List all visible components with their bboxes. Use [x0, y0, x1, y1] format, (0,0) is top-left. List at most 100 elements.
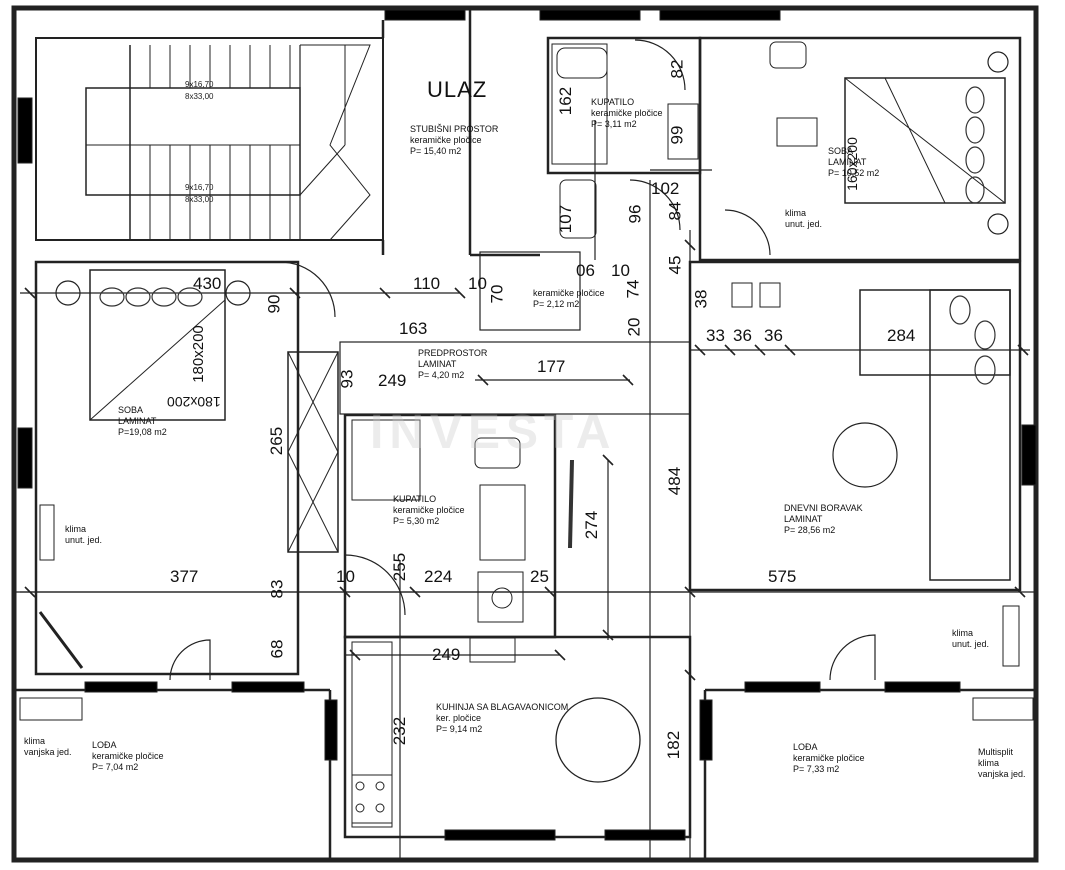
bed-size-label: 180x200: [189, 325, 207, 383]
room-area: P= 3,11 m2: [591, 119, 637, 129]
ac-note-loggia2: Multisplit klima vanjska jed.: [978, 747, 1026, 780]
ac-line: klima: [24, 736, 46, 746]
room-kitchen-label: KUHINJA SA BLAGAVAONICOM ker. pločice P=…: [436, 702, 568, 735]
dim-label: 20: [624, 317, 644, 337]
ac-line: klima: [65, 524, 87, 534]
room-living-label: DNEVNI BORAVAK LAMINAT P= 28,56 m2: [784, 503, 863, 536]
room-name: SOBA: [118, 405, 144, 415]
room-area: P= 15,40 m2: [410, 146, 462, 156]
ac-line: klima: [978, 758, 1000, 768]
dim-label: 249: [432, 645, 461, 664]
room-area: P= 2,12 m2: [533, 299, 580, 309]
room-name: PREDPROSTOR: [418, 348, 488, 358]
ac-line: klima: [952, 628, 974, 638]
dim-label: 38: [691, 289, 711, 309]
room-area: P= 28,56 m2: [784, 525, 836, 535]
room-bath1-label: KUPATILO keramičke pločice P= 3,11 m2: [591, 97, 663, 130]
ac-note-bedroom1: klima unut. jed.: [65, 524, 102, 546]
entrance-title: ULAZ: [427, 77, 488, 102]
dim-label: 25: [530, 567, 549, 586]
room-area: P= 9,14 m2: [436, 724, 483, 734]
dim-label: 06: [576, 261, 595, 280]
room-floor: LAMINAT: [784, 514, 823, 524]
dim-label: 255: [390, 552, 410, 582]
ac-line: klima: [785, 208, 807, 218]
ac-note-living: klima unut. jed.: [952, 628, 989, 650]
dim-label: 10: [468, 274, 487, 293]
dim-label: 377: [170, 567, 199, 586]
room-bedroom2-label: SOBA LAMINAT P= 10,52 m2: [828, 146, 879, 179]
room-name: DNEVNI BORAVAK: [784, 503, 863, 513]
dim-label: 110: [413, 274, 441, 293]
dim-label: 224: [424, 567, 453, 586]
room-name: SOBA: [828, 146, 854, 156]
room-floor: keramičke pločice: [393, 505, 465, 515]
dim-label: 74: [623, 279, 643, 299]
dim-label: 36: [733, 326, 752, 345]
room-area: P= 4,20 m2: [418, 370, 465, 380]
room-floor: keramičke pločice: [410, 135, 482, 145]
room-hall-label: PREDPROSTOR LAMINAT P= 4,20 m2: [418, 348, 487, 381]
dim-label: 107: [556, 204, 576, 234]
dim-label: 84: [665, 201, 685, 221]
dim-label: 284: [887, 326, 916, 345]
watermark: INVESTA: [370, 406, 617, 459]
room-bath2-label: KUPATILO keramičke pločice P= 5,30 m2: [393, 494, 465, 527]
room-stair-label: STUBIŠNI PROSTOR keramičke pločice P= 15…: [410, 124, 498, 157]
dim-label: 177: [537, 357, 566, 376]
bed-size-label: 180x200: [167, 394, 221, 410]
dim-label: 182: [664, 730, 684, 760]
ac-line: unut. jed.: [65, 535, 103, 545]
dim-label: 70: [487, 284, 507, 304]
dim-label: 10: [336, 567, 355, 586]
dim-label: 90: [264, 294, 284, 314]
room-area: P=19,08 m2: [118, 427, 167, 437]
ac-line: unut. jed.: [952, 639, 990, 649]
dim-label: 274: [582, 510, 602, 540]
ac-note-loggia1: klima vanjska jed.: [24, 736, 72, 758]
dim-label: 10: [611, 261, 630, 280]
room-area: P= 7,04 m2: [92, 762, 139, 772]
dim-label: 484: [665, 466, 685, 496]
dim-label: 575: [768, 567, 797, 586]
room-floor: keramičke pločice: [533, 288, 605, 298]
stair-note-3: 9x16,70: [185, 183, 214, 192]
stair-note-1: 9x16,70: [185, 80, 214, 89]
room-loggia2-label: LOĐA keramičke pločice P= 7,33 m2: [793, 742, 865, 775]
room-floor: LAMINAT: [418, 359, 457, 369]
room-name: LOĐA: [92, 740, 117, 750]
dim-label: 93: [337, 369, 357, 389]
dim-label: 83: [267, 579, 287, 599]
ac-line: Multisplit: [978, 747, 1014, 757]
room-floor: keramičke pločice: [591, 108, 663, 118]
room-floor: keramičke pločice: [793, 753, 865, 763]
stair-note-2: 8x33,00: [185, 92, 214, 101]
ac-line: unut. jed.: [785, 219, 823, 229]
dim-label: 249: [378, 371, 407, 390]
ac-line: vanjska jed.: [24, 747, 72, 757]
room-name: KUPATILO: [591, 97, 635, 107]
dim-label: 33: [706, 326, 725, 345]
room-area: P= 5,30 m2: [393, 516, 440, 526]
room-floor: keramičke pločice: [92, 751, 164, 761]
room-name: LOĐA: [793, 742, 818, 752]
room-wc-label: keramičke pločice P= 2,12 m2: [533, 288, 605, 310]
room-floor: ker. pločice: [436, 713, 482, 723]
room-area: P= 7,33 m2: [793, 764, 840, 774]
dim-label: 102: [651, 179, 680, 198]
room-name: STUBIŠNI PROSTOR: [410, 124, 499, 134]
bed-size-label: 160x200: [843, 137, 860, 191]
room-floor: LAMINAT: [828, 157, 867, 167]
stair-note-4: 8x33,00: [185, 195, 214, 204]
dim-label: 99: [667, 125, 687, 145]
dim-label: 68: [267, 639, 287, 659]
dim-label: 45: [665, 255, 685, 275]
ac-note-bedroom2: klima unut. jed.: [785, 208, 822, 230]
dim-label: 232: [390, 716, 410, 746]
dim-label: 82: [667, 59, 687, 79]
ac-line: vanjska jed.: [978, 769, 1026, 779]
room-area: P= 10,52 m2: [828, 168, 880, 178]
room-bedroom1-label: SOBA LAMINAT P=19,08 m2: [118, 405, 167, 438]
dim-label: 36: [764, 326, 783, 345]
